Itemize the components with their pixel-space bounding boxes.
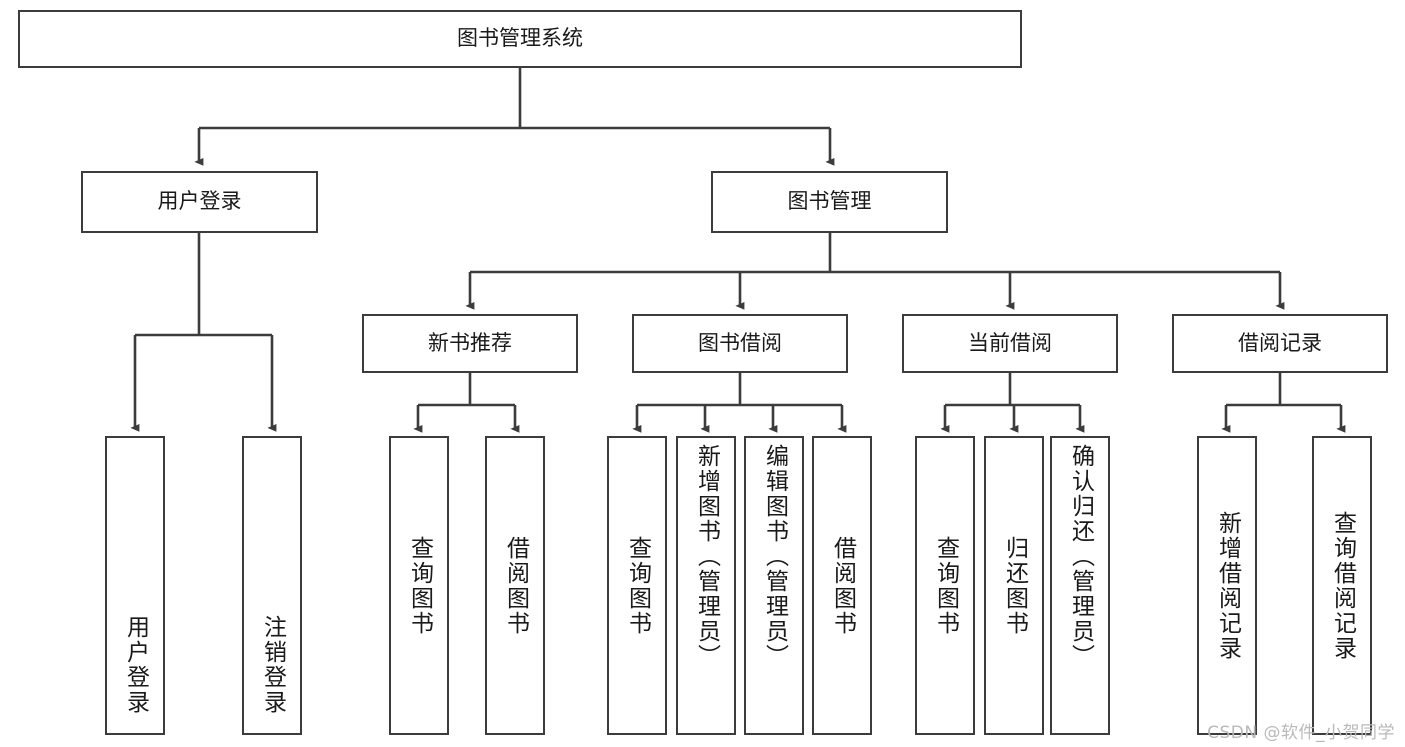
node-book-management[interactable]: 图书管理 bbox=[711, 171, 948, 233]
node-current-borrow[interactable]: 当前借阅 bbox=[902, 314, 1118, 373]
leaf-logout-login[interactable]: 注销登录 bbox=[242, 436, 302, 735]
leaf-query-borrow-record[interactable]: 查询借阅记录 bbox=[1312, 436, 1372, 735]
node-user-login[interactable]: 用户登录 bbox=[81, 171, 318, 233]
node-label: 借阅图书 bbox=[502, 535, 529, 636]
leaf-query-book-current[interactable]: 查询图书 bbox=[915, 436, 975, 735]
leaf-return-book[interactable]: 归还图书 bbox=[984, 436, 1044, 735]
leaf-query-book-recommend[interactable]: 查询图书 bbox=[389, 436, 449, 735]
node-label: 归还图书 bbox=[1001, 535, 1028, 636]
node-label: 确认归还（管理员） bbox=[1067, 444, 1094, 669]
node-label: 查询图书 bbox=[406, 535, 433, 636]
leaf-add-borrow-record[interactable]: 新增借阅记录 bbox=[1197, 436, 1257, 735]
node-book-borrow[interactable]: 图书借阅 bbox=[632, 314, 848, 373]
node-label: 用户登录 bbox=[122, 615, 149, 715]
leaf-user-login[interactable]: 用户登录 bbox=[105, 436, 165, 735]
node-label: 查询图书 bbox=[932, 535, 959, 636]
leaf-borrow-book-recommend[interactable]: 借阅图书 bbox=[485, 436, 545, 735]
node-borrow-record[interactable]: 借阅记录 bbox=[1172, 314, 1388, 373]
leaf-edit-book-admin[interactable]: 编辑图书（管理员） bbox=[744, 436, 804, 735]
node-label: 图书管理 bbox=[787, 189, 872, 214]
node-label: 查询借阅记录 bbox=[1329, 510, 1356, 661]
leaf-borrow-book[interactable]: 借阅图书 bbox=[812, 436, 872, 735]
node-label: 注销登录 bbox=[259, 615, 286, 715]
node-label: 借阅图书 bbox=[829, 535, 856, 636]
node-label: 查询图书 bbox=[624, 535, 651, 636]
node-new-book-recommend[interactable]: 新书推荐 bbox=[362, 314, 578, 373]
node-label: 图书管理系统 bbox=[457, 26, 583, 51]
node-label: 新增图书（管理员） bbox=[693, 444, 720, 669]
leaf-query-book-borrow[interactable]: 查询图书 bbox=[607, 436, 667, 735]
leaf-confirm-return-admin[interactable]: 确认归还（管理员） bbox=[1050, 436, 1110, 735]
node-label: 用户登录 bbox=[157, 189, 242, 214]
node-label: 编辑图书（管理员） bbox=[761, 444, 788, 669]
watermark-text: CSDN @软件_小贺同学 bbox=[1207, 723, 1395, 743]
node-label: 新书推荐 bbox=[428, 330, 512, 355]
node-label: 图书借阅 bbox=[698, 330, 782, 355]
node-label: 新增借阅记录 bbox=[1214, 510, 1241, 661]
node-label: 借阅记录 bbox=[1238, 330, 1322, 355]
node-library-management-system[interactable]: 图书管理系统 bbox=[18, 10, 1022, 68]
leaf-add-book-admin[interactable]: 新增图书（管理员） bbox=[676, 436, 736, 735]
node-label: 当前借阅 bbox=[968, 330, 1052, 355]
